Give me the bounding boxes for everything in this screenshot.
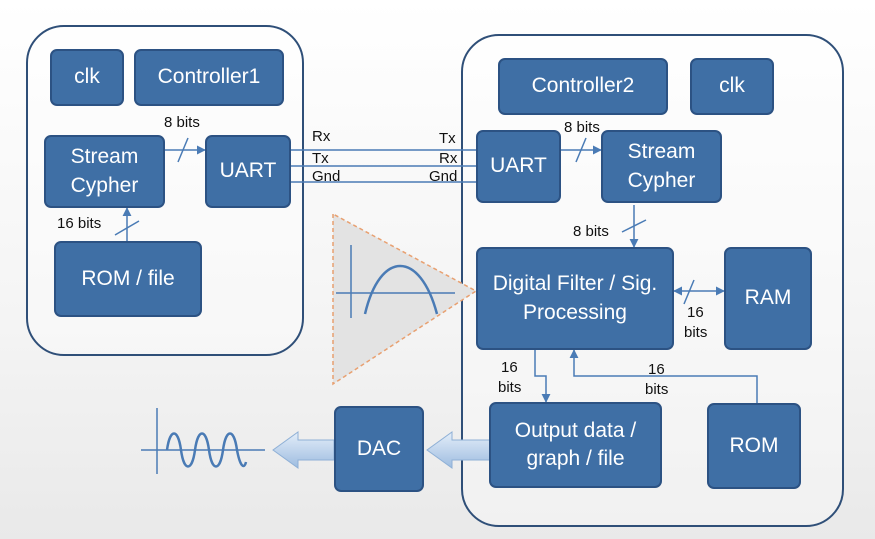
- bus-label-cypher-uart: 8 bits: [164, 114, 200, 131]
- rom-file-block: ROM / file: [54, 241, 202, 317]
- bus-slash: [683, 279, 695, 305]
- pin-tx-right: Tx: [439, 130, 456, 147]
- bus-slash: [575, 137, 587, 163]
- sine-wave-icon: [141, 408, 265, 474]
- bus-label-cypher-filter: 8 bits: [573, 223, 609, 240]
- bus-rom-filter: [569, 349, 758, 403]
- stream-cypher-block-left: Stream Cypher: [44, 135, 165, 208]
- controller1-block: Controller1: [134, 49, 284, 106]
- uart-block-right: UART: [476, 130, 561, 203]
- bus-filter-output: [534, 350, 551, 403]
- pin-rx-right: Rx: [439, 150, 458, 167]
- dac-block: DAC: [334, 406, 424, 492]
- bus-label-uart-cypher: 8 bits: [564, 119, 600, 136]
- bandpass-curve-icon: [336, 245, 455, 318]
- output-data-block: Output data / graph / file: [489, 402, 662, 488]
- pin-gnd-right: Gnd: [429, 168, 458, 185]
- digital-filter-block: Digital Filter / Sig. Processing: [476, 247, 674, 350]
- pin-gnd-left: Gnd: [312, 168, 341, 185]
- rom-block-right: ROM: [707, 403, 801, 489]
- clk-block-left: clk: [50, 49, 124, 106]
- bus-label-rom-cypher: 16 bits: [57, 215, 102, 232]
- pin-rx-left: Rx: [312, 128, 331, 145]
- ram-block: RAM: [724, 247, 812, 350]
- bus-label-filter-ram-width: 16: [687, 304, 704, 321]
- bus-label-filter-ram-unit: bits: [684, 324, 708, 341]
- filter-triangle-icon: [332, 212, 478, 386]
- bus-label-filter-output-unit: bits: [498, 379, 522, 396]
- clk-block-right: clk: [690, 58, 774, 115]
- controller2-block: Controller2: [498, 58, 668, 115]
- bus-slash: [177, 137, 189, 163]
- pin-tx-left: Tx: [312, 150, 329, 167]
- block-arrow-icon: [272, 431, 492, 469]
- bus-slash: [621, 219, 647, 233]
- bus-label-rom-filter-unit: bits: [645, 381, 669, 398]
- uart-block-left: UART: [205, 135, 291, 208]
- stream-cypher-block-right: Stream Cypher: [601, 130, 722, 203]
- bus-slash: [114, 220, 140, 236]
- serial-link: [291, 149, 476, 183]
- bus-label-filter-output-width: 16: [501, 359, 518, 376]
- bus-label-rom-filter-width: 16: [648, 361, 665, 378]
